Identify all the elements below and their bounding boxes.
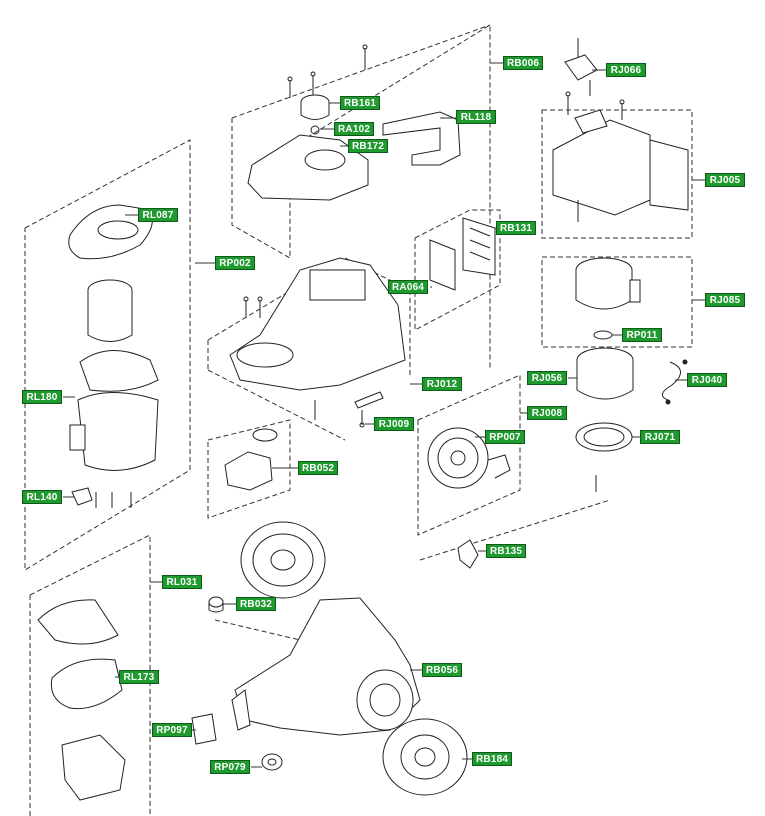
leader-lines <box>63 62 705 768</box>
part-label-rl118[interactable]: RL118 <box>456 110 496 124</box>
part-rb131 <box>462 217 496 276</box>
part-rb032 <box>208 596 224 613</box>
part-label-rb056[interactable]: RB056 <box>422 663 462 677</box>
group-box-edge <box>207 369 346 441</box>
part-label-rp007[interactable]: RP007 <box>485 430 525 444</box>
part-label-rb161[interactable]: RB161 <box>340 96 380 110</box>
group-box-rp002 <box>207 257 411 375</box>
screw-icon <box>619 99 625 120</box>
screw-icon <box>362 44 368 70</box>
part-label-rb184[interactable]: RB184 <box>472 752 512 766</box>
part-rb161 <box>300 94 330 135</box>
part-label-rj056[interactable]: RJ056 <box>527 371 567 385</box>
screw-icon <box>565 91 571 115</box>
part-label-rp079[interactable]: RP079 <box>210 760 250 774</box>
part-label-rb172[interactable]: RB172 <box>348 139 388 153</box>
part-rj071 <box>575 422 633 452</box>
part-label-rl173[interactable]: RL173 <box>119 670 159 684</box>
part-label-rb006[interactable]: RB006 <box>503 56 543 70</box>
group-box-rb052 <box>207 419 291 519</box>
part-rl087 <box>68 204 153 260</box>
screw-icon <box>310 71 316 95</box>
part-rb172 <box>247 134 369 201</box>
part-rj005 <box>552 109 689 222</box>
part-rp079 <box>261 753 283 771</box>
group-box-canister <box>24 139 191 571</box>
part-label-rj009[interactable]: RJ009 <box>374 417 414 431</box>
group-box-rj085 <box>541 256 693 348</box>
group-box-connector <box>214 619 301 641</box>
part-label-ra064[interactable]: RA064 <box>388 280 428 294</box>
part-label-rj005[interactable]: RJ005 <box>705 173 745 187</box>
group-box-rj008 <box>417 374 521 536</box>
part-label-rl180[interactable]: RL180 <box>22 390 62 404</box>
screws <box>95 44 625 508</box>
part-label-rj085[interactable]: RJ085 <box>705 293 745 307</box>
part-label-rl087[interactable]: RL087 <box>138 208 178 222</box>
part-label-ra102[interactable]: RA102 <box>334 122 374 136</box>
part-label-rb032[interactable]: RB032 <box>236 597 276 611</box>
part-rj066 <box>564 38 598 96</box>
part-label-rj008[interactable]: RJ008 <box>527 406 567 420</box>
part-label-rb131[interactable]: RB131 <box>496 221 536 235</box>
part-rp002 <box>229 257 406 391</box>
part-label-rb052[interactable]: RB052 <box>298 461 338 475</box>
part-label-rp097[interactable]: RP097 <box>152 723 192 737</box>
part-ra064 <box>429 239 456 291</box>
part-rl118 <box>382 111 461 166</box>
part-rj085 <box>575 257 641 310</box>
part-rb052 <box>224 428 278 491</box>
group-box-rj005 <box>541 109 693 239</box>
part-rj056 <box>576 347 634 400</box>
part-rb135 <box>457 539 479 569</box>
part-rl180 <box>69 279 159 471</box>
group-box-body-top <box>231 24 491 370</box>
screw-icon <box>243 296 249 318</box>
part-rl140 <box>71 487 93 506</box>
part-rp011 <box>593 330 613 340</box>
part-rl173 <box>37 599 123 710</box>
group-box-edge <box>231 24 491 119</box>
part-label-rb135[interactable]: RB135 <box>486 544 526 558</box>
part-label-rl140[interactable]: RL140 <box>22 490 62 504</box>
part-rb056 <box>231 597 421 736</box>
group-box-connector <box>419 499 611 561</box>
group-box-filter <box>414 209 501 331</box>
part-label-rl031[interactable]: RL031 <box>162 575 202 589</box>
part-label-rj012[interactable]: RJ012 <box>422 377 462 391</box>
part-wheel-disk <box>240 521 326 599</box>
screw-icon <box>287 76 293 98</box>
parts <box>37 38 689 801</box>
part-label-rp011[interactable]: RP011 <box>622 328 662 342</box>
part-label-rj066[interactable]: RJ066 <box>606 63 646 77</box>
part-bottom-cup <box>61 734 126 801</box>
group-box-bottom-left <box>29 534 151 816</box>
part-label-rj071[interactable]: RJ071 <box>640 430 680 444</box>
part-rj009 <box>354 391 384 428</box>
part-rp007 <box>427 427 511 489</box>
part-rb184 <box>382 718 468 796</box>
group-boxes <box>24 24 693 816</box>
part-label-rj040[interactable]: RJ040 <box>687 373 727 387</box>
screw-icon <box>257 296 263 318</box>
part-rp097 <box>191 713 217 745</box>
part-label-rp002[interactable]: RP002 <box>215 256 255 270</box>
part-rj040 <box>661 359 688 405</box>
